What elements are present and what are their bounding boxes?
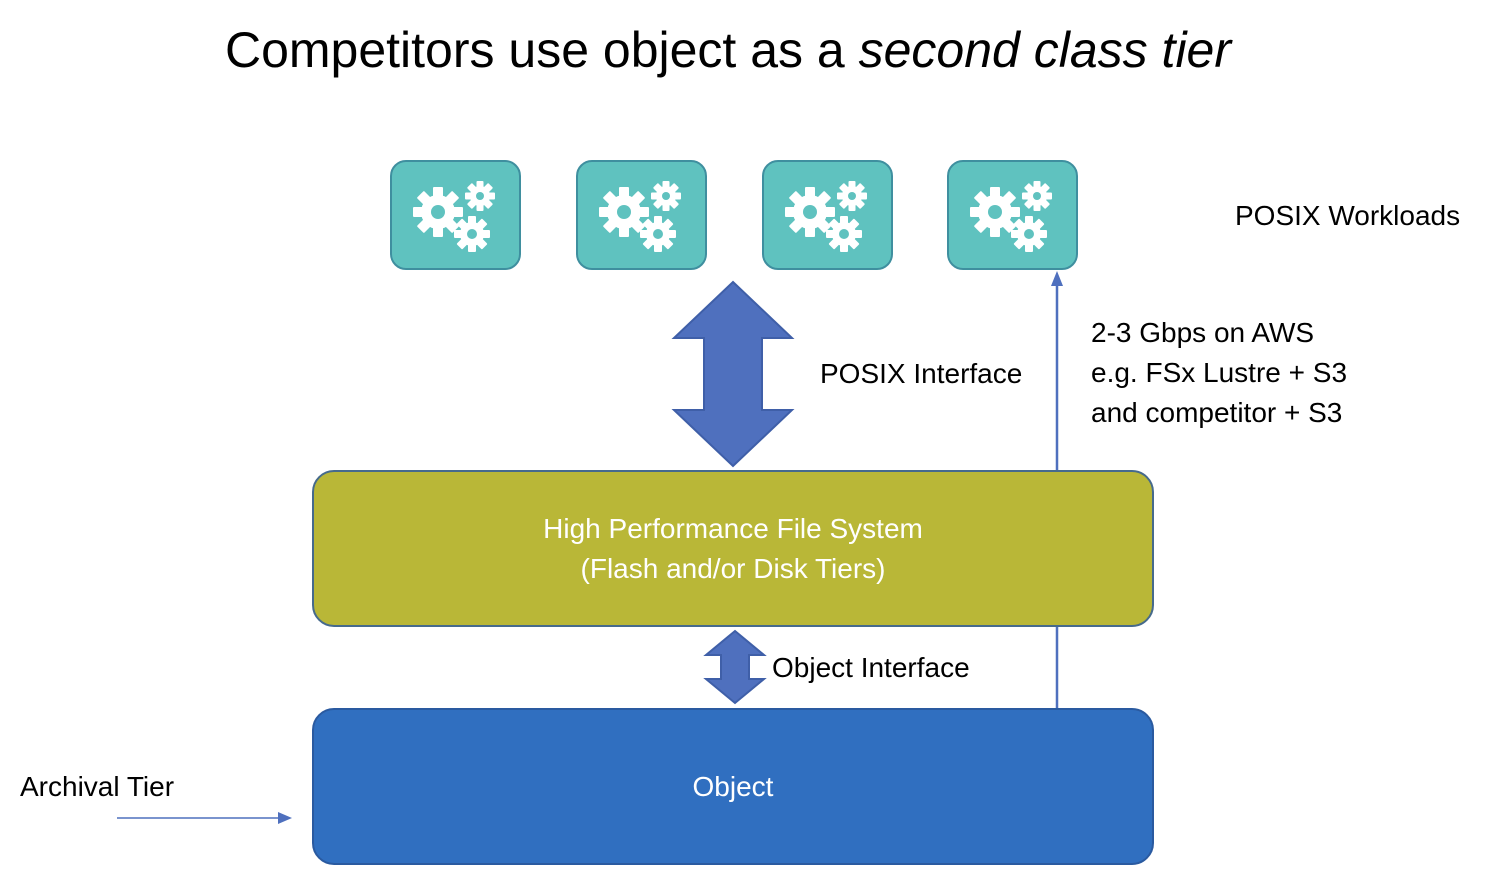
object-box: Object: [312, 708, 1154, 865]
archival-arrowhead: [278, 812, 292, 824]
object-label: Object: [692, 770, 774, 802]
object-interface-label: Object Interface: [772, 652, 970, 683]
posix-workload-1: [390, 160, 521, 270]
file-system-subtitle: (Flash and/or Disk Tiers): [580, 552, 886, 584]
aws-throughput-note: 2-3 Gbps on AWS e.g. FSx Lustre + S3 and…: [1091, 313, 1347, 433]
aws-note-line-2: e.g. FSx Lustre + S3: [1091, 357, 1348, 388]
posix-workload-3: [762, 160, 893, 270]
slide-title: Competitors use object as a second class…: [0, 18, 1456, 82]
file-system-title: High Performance File System: [543, 512, 923, 544]
title-main: Competitors use object as a: [224, 22, 859, 78]
file-system-box: High Performance File System (Flash and/…: [312, 470, 1154, 627]
posix-interface-label: POSIX Interface: [820, 358, 1023, 389]
posix-workloads-label: POSIX Workloads: [1235, 200, 1461, 231]
object-interface-arrow: [703, 629, 767, 705]
posix-workload-4: [947, 160, 1078, 270]
aws-note-line-1: 2-3 Gbps on AWS: [1091, 317, 1315, 348]
posix-workload-2: [576, 160, 707, 270]
archival-tier-label: Archival Tier: [20, 771, 175, 802]
aws-note-line-3: and competitor + S3: [1091, 397, 1343, 428]
object-to-workload-arrowhead: [1051, 271, 1063, 286]
title-emphasis: second class tier: [858, 22, 1232, 78]
posix-interface-arrow: [671, 280, 795, 468]
